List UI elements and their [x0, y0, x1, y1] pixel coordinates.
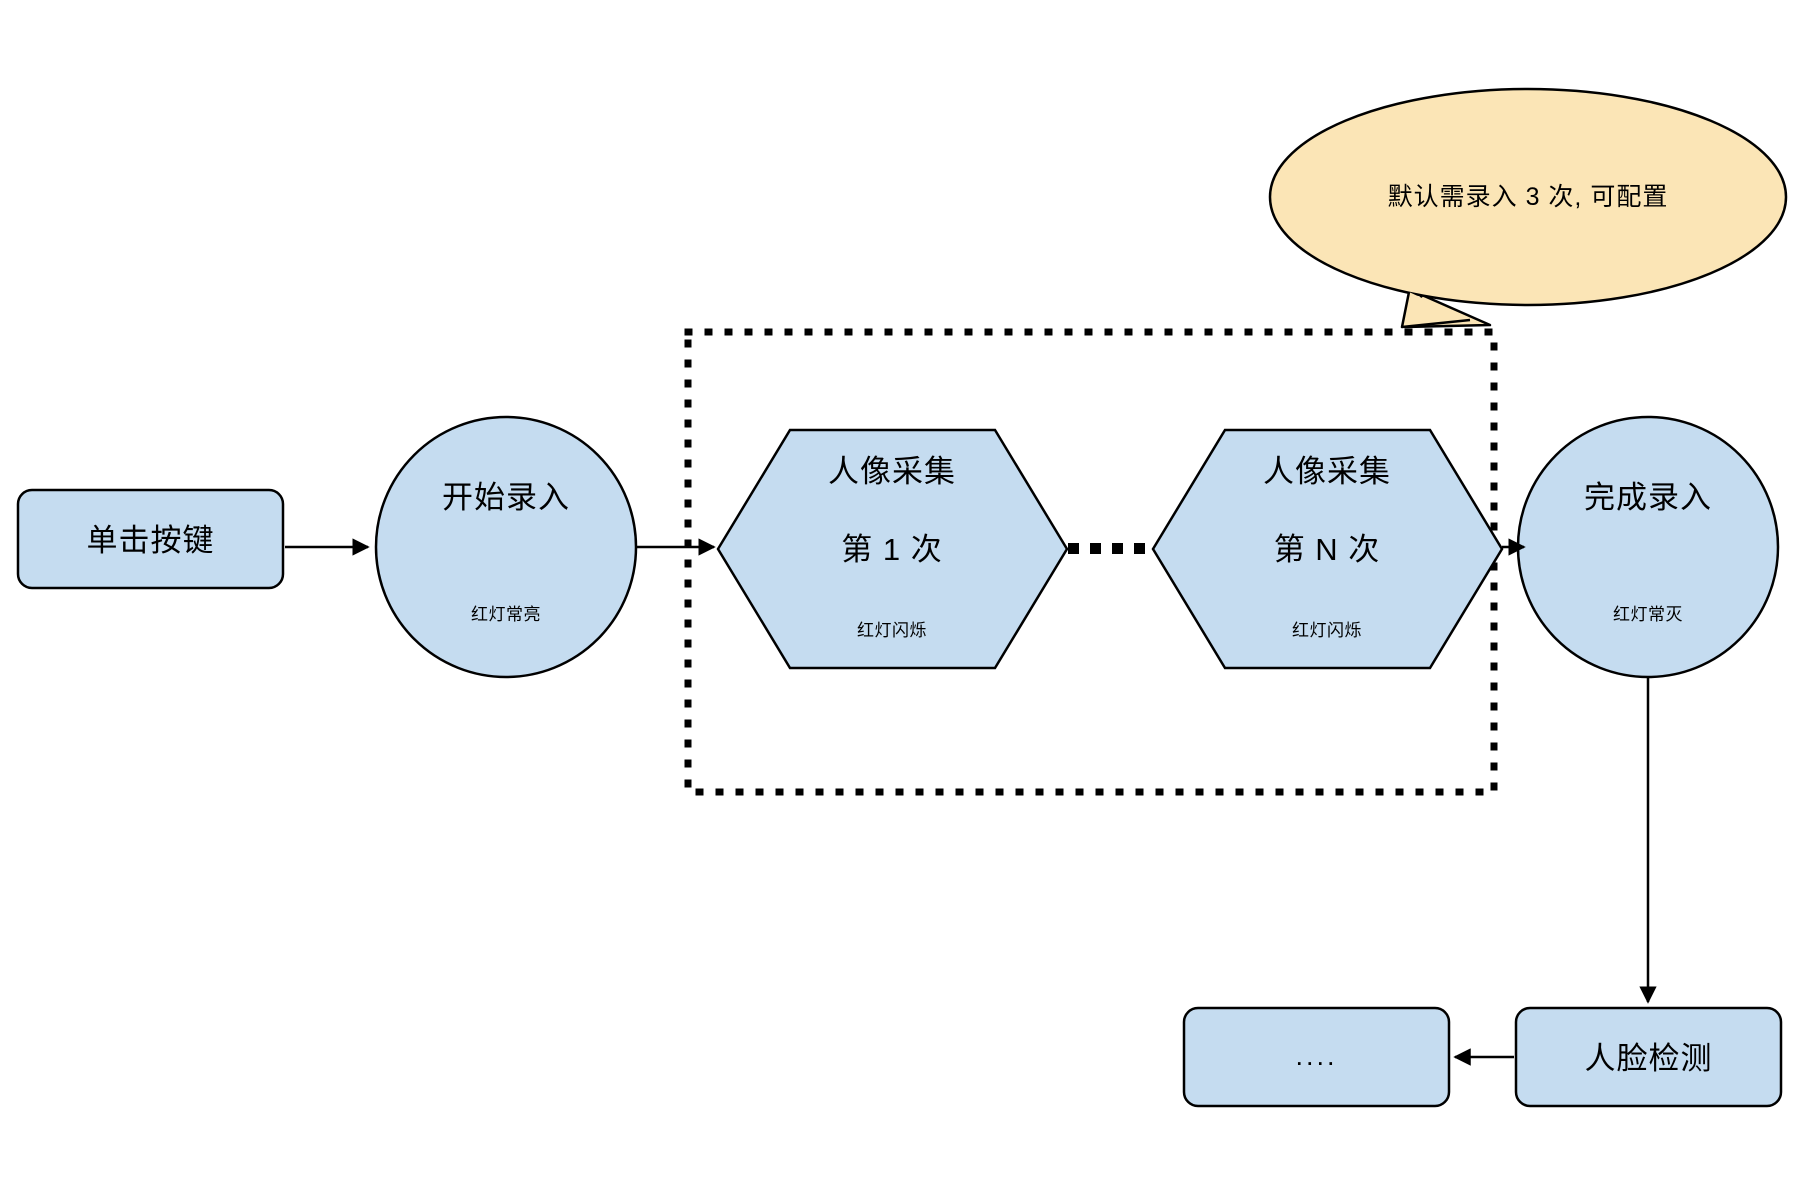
node-more-shape[interactable]	[1182, 1006, 1451, 1108]
callout-bubble-shape	[1268, 87, 1788, 329]
node-face-detect-shape[interactable]	[1514, 1006, 1783, 1108]
node-capture-first-shape[interactable]	[716, 428, 1069, 670]
loop-group-boundary	[684, 328, 1498, 796]
node-click-key-shape[interactable]	[16, 488, 285, 590]
node-finish-enroll-shape[interactable]	[1516, 415, 1780, 679]
edge-capture-ellipsis	[1068, 543, 1145, 554]
node-capture-nth-shape[interactable]	[1151, 428, 1504, 670]
node-start-enroll-shape[interactable]	[374, 415, 638, 679]
